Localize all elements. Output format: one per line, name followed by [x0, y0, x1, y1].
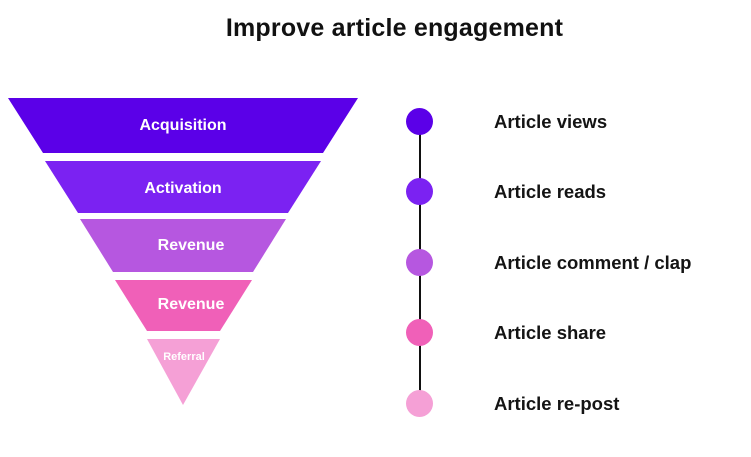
- page-title: Improve article engagement: [225, 14, 564, 42]
- metric-label-views: Article views: [494, 111, 608, 132]
- metric-label-comment-clap: Article comment / clap: [494, 252, 692, 273]
- funnel-stage-acquisition: Acquisition: [8, 98, 358, 153]
- funnel-stage-label: Activation: [144, 180, 221, 197]
- metric-label-repost: Article re-post: [494, 393, 620, 414]
- funnel-band: [80, 219, 286, 272]
- funnel-stage-revenue: Revenue: [80, 219, 286, 272]
- metric-dot: [406, 178, 433, 205]
- funnel-stage-label: Revenue: [158, 296, 225, 313]
- funnel-band: [147, 339, 220, 405]
- metric-dot: [406, 249, 433, 276]
- metric-dot: [406, 319, 433, 346]
- funnel-stage-revenue-2: Revenue: [115, 280, 252, 331]
- funnel-band: [8, 98, 358, 153]
- funnel-stage-label: Acquisition: [139, 117, 226, 134]
- funnel-stage-label: Revenue: [158, 237, 225, 254]
- funnel-stage-activation: Activation: [45, 161, 321, 213]
- funnel-stage-referral: Referral: [147, 339, 220, 405]
- funnel-band: [115, 280, 252, 331]
- metric-label-reads: Article reads: [494, 181, 607, 202]
- metric-dot: [406, 108, 433, 135]
- funnel-stage-label: Referral: [163, 351, 205, 363]
- metric-dot: [406, 390, 433, 417]
- funnel-band: [45, 161, 321, 213]
- metric-label-share: Article share: [494, 322, 607, 343]
